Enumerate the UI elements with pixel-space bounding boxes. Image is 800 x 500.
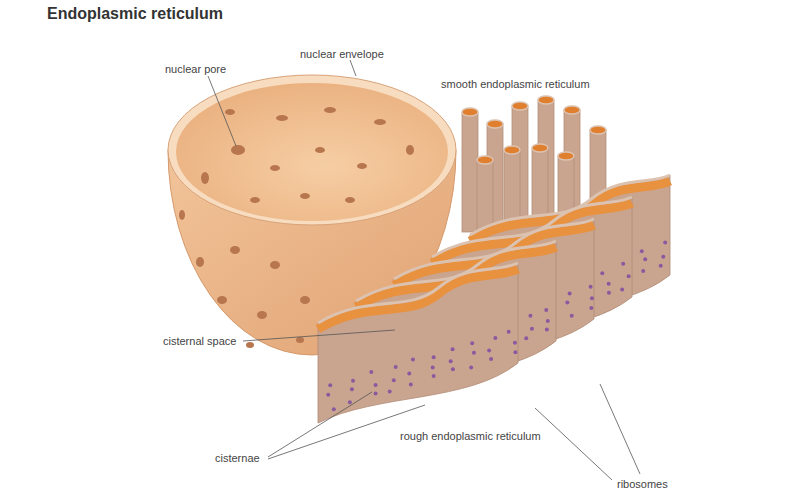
part-label: cisternal space: [163, 335, 236, 348]
part-label: ribosomes: [617, 478, 668, 491]
part-label: nuclear envelope: [300, 48, 384, 61]
part-label: nuclear pore: [165, 63, 226, 76]
part-label: smooth endoplasmic reticulum: [441, 78, 590, 91]
leader-lines: [208, 60, 640, 480]
part-label: cisternae: [215, 452, 260, 465]
diagram-title: Endoplasmic reticulum: [47, 4, 223, 23]
rough-er-sheets: [318, 175, 670, 423]
smooth-er-tube: [462, 108, 478, 232]
part-label: rough endoplasmic reticulum: [400, 430, 541, 443]
rough-er-sheet: [318, 263, 518, 423]
